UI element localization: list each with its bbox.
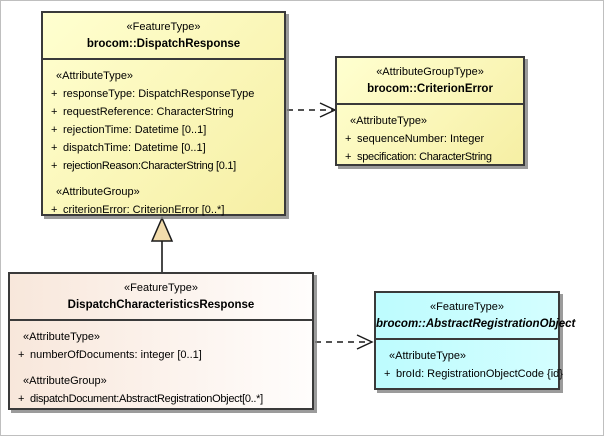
class-header: «FeatureType» brocom::AbstractRegistrati… — [376, 293, 576, 340]
attribute-row: + numberOfDocuments: integer [0..1] — [10, 346, 312, 364]
stereotype-label: «FeatureType» — [126, 21, 201, 33]
attribute-text: dispatchDocument:AbstractRegistrationObj… — [30, 393, 263, 405]
class-box-dispatch-characteristics-response: «FeatureType» DispatchCharacteristicsRes… — [8, 272, 314, 410]
stereotype-label: «FeatureType» — [430, 301, 504, 313]
class-header: «FeatureType» DispatchCharacteristicsRes… — [10, 274, 312, 321]
attribute-text: rejectionTime: Datetime [0..1] — [63, 124, 207, 136]
visibility-sign: + — [51, 106, 58, 118]
dependency-arrow-criterion-error — [287, 102, 337, 118]
visibility-sign: + — [51, 88, 58, 100]
section-label: «AttributeType» — [56, 70, 134, 82]
generalization-arrowhead — [150, 216, 174, 242]
attribute-text: broId: RegistrationObjectCode {id} — [396, 368, 563, 380]
visibility-sign: + — [18, 349, 25, 361]
section-label: «AttributeType» — [350, 115, 428, 127]
visibility-sign: + — [345, 151, 352, 163]
visibility-sign: + — [384, 368, 391, 380]
attribute-row: + requestReference: CharacterString — [43, 103, 284, 121]
class-box-criterion-error: «AttributeGroupType» brocom::CriterionEr… — [335, 56, 525, 166]
class-box-dispatch-response: «FeatureType» brocom::DispatchResponse «… — [41, 11, 286, 216]
visibility-sign: + — [345, 133, 352, 145]
class-name: brocom::DispatchResponse — [86, 38, 241, 50]
stereotype-label: «AttributeGroupType» — [376, 66, 484, 78]
attribute-text: sequenceNumber: Integer — [357, 133, 485, 145]
attribute-text: requestReference: CharacterString — [63, 106, 234, 118]
attribute-row: + sequenceNumber: Integer — [337, 130, 523, 148]
attribute-text: specification: CharacterString — [357, 151, 492, 163]
attribute-compartment: «AttributeType» + sequenceNumber: Intege… — [337, 105, 523, 166]
section-label: «AttributeType» — [389, 350, 467, 362]
attribute-compartment: «AttributeType» + numberOfDocuments: int… — [10, 321, 312, 408]
dependency-arrow-abstract-registration-object — [315, 334, 374, 350]
attribute-text: numberOfDocuments: integer [0..1] — [30, 349, 202, 361]
visibility-sign: + — [51, 160, 58, 172]
class-box-abstract-registration-object: «FeatureType» brocom::AbstractRegistrati… — [374, 291, 576, 390]
visibility-sign: + — [51, 124, 58, 136]
section-label: «AttributeGroup» — [23, 375, 107, 387]
class-name: brocom::AbstractRegistrationObject — [376, 318, 576, 330]
attribute-text: criterionError: CriterionError [0..*] — [63, 204, 225, 216]
visibility-sign: + — [51, 204, 58, 216]
visibility-sign: + — [51, 142, 58, 154]
class-name: brocom::CriterionError — [367, 83, 493, 95]
attribute-compartment: «AttributeType» + responseType: Dispatch… — [43, 60, 284, 219]
class-header: «AttributeGroupType» brocom::CriterionEr… — [337, 58, 523, 105]
attribute-row: + rejectionReason:CharacterString [0.1] — [43, 157, 284, 175]
visibility-sign: + — [18, 393, 25, 405]
section-label: «AttributeType» — [23, 331, 101, 343]
class-name: DispatchCharacteristicsResponse — [67, 299, 255, 311]
attribute-compartment: «AttributeType» + broId: RegistrationObj… — [376, 340, 563, 383]
class-header: «FeatureType» brocom::DispatchResponse — [43, 13, 284, 60]
section-label: «AttributeGroup» — [56, 186, 140, 198]
attribute-row: + specification: CharacterString — [337, 148, 523, 166]
stereotype-label: «FeatureType» — [124, 282, 198, 294]
attribute-row: + dispatchTime: Datetime [0..1] — [43, 139, 284, 157]
attribute-text: dispatchTime: Datetime [0..1] — [63, 142, 206, 154]
attribute-row: + rejectionTime: Datetime [0..1] — [43, 121, 284, 139]
attribute-text: rejectionReason:CharacterString [0.1] — [63, 160, 236, 172]
attribute-text: responseType: DispatchResponseType — [63, 88, 255, 100]
attribute-row: + responseType: DispatchResponseType — [43, 85, 284, 103]
attribute-row: + criterionError: CriterionError [0..*] — [43, 201, 284, 219]
generalization-arrow — [150, 216, 174, 272]
attribute-row: + dispatchDocument:AbstractRegistrationO… — [10, 390, 312, 408]
attribute-row: + broId: RegistrationObjectCode {id} — [376, 365, 563, 383]
